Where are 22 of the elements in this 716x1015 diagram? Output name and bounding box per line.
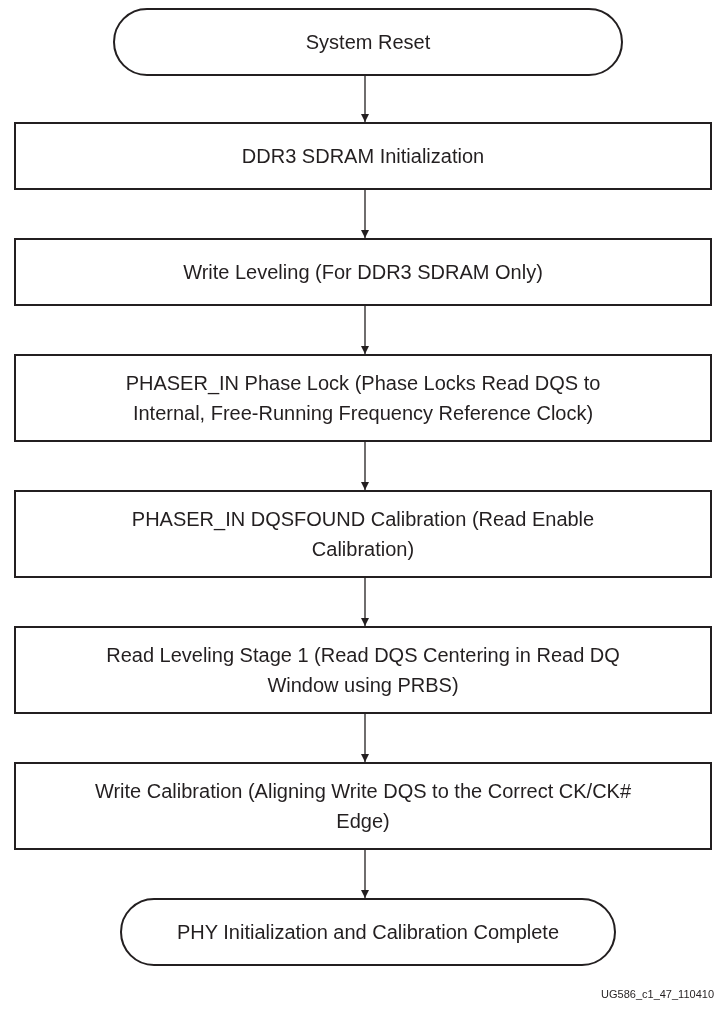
process-box: [14, 490, 712, 578]
arrow: [361, 713, 369, 763]
step-text: Write Calibration (Aligning Write DQS to the Correct CK/CK# Edge): [93, 779, 633, 834]
process-box: [14, 238, 712, 306]
step-text: Read Leveling Stage 1 (Read DQS Centering in Read DQ Window using PRBS): [105, 643, 621, 698]
arrow: [361, 75, 369, 123]
figure-id: UG586_c1_47_110410: [601, 987, 714, 1002]
arrow: [361, 441, 369, 491]
arrow: [361, 849, 369, 899]
step-text: Write Leveling (For DDR3 SDRAM Only): [183, 260, 543, 285]
step-text: PHY Initialization and Calibration Complete: [176, 920, 560, 945]
arrow: [361, 189, 369, 239]
step-text: System Reset: [305, 30, 431, 55]
process-box: [14, 626, 712, 714]
process-box: [14, 354, 712, 442]
arrow: [361, 305, 369, 355]
process-box: [14, 122, 712, 190]
process-box: [14, 762, 712, 850]
step-text: DDR3 SDRAM Initialization: [241, 144, 485, 169]
arrow: [361, 577, 369, 627]
step-text: PHASER_IN DQSFOUND Calibration (Read Enable Calibration): [130, 507, 596, 562]
step-text: PHASER_IN Phase Lock (Phase Locks Read DQS to Internal, Free-Running Frequency Reference Clock): [124, 371, 602, 426]
